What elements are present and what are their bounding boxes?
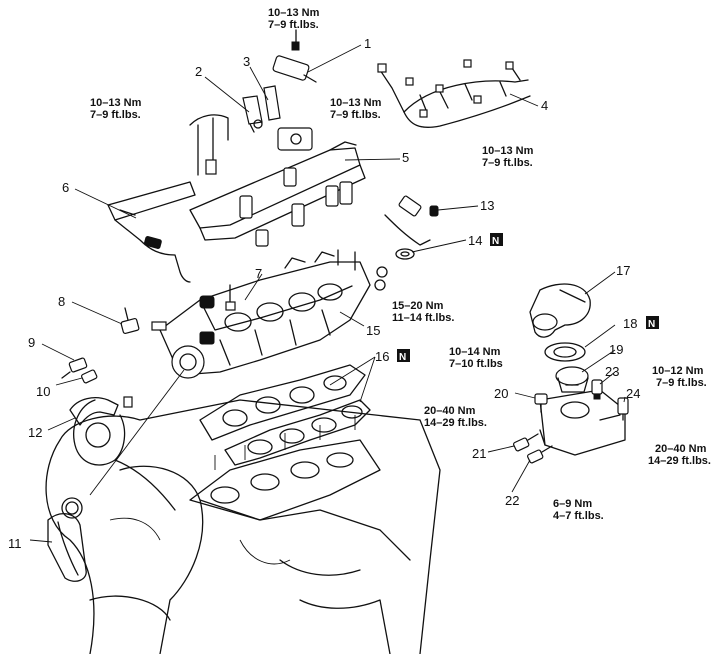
torque-sensor23-ft: 7–9 ft.lbs. (656, 377, 707, 389)
part-7-bolt (199, 284, 236, 311)
callout-13: 13 (480, 198, 494, 213)
callout-12: 12 (28, 425, 42, 440)
torque-top-ft: 7–9 ft.lbs. (268, 19, 319, 31)
engine-block (45, 399, 441, 654)
callout-21: 21 (472, 446, 486, 461)
part-15-intake-manifold (151, 249, 371, 379)
callout-6: 6 (62, 180, 69, 195)
part-18-gasket (544, 342, 586, 362)
badge-14: N (490, 233, 503, 247)
torque-center-ft: 7–9 ft.lbs. (330, 109, 381, 121)
torque-left-ft: 7–9 ft.lbs. (90, 109, 141, 121)
part-22-sensor (527, 445, 553, 464)
leader-lines (29, 44, 626, 543)
part-9-sensor (61, 357, 88, 379)
part-2-injector (242, 95, 263, 133)
callout-22: 22 (505, 493, 519, 508)
torque-sensor20-ft: 7–10 ft.lbs (449, 358, 503, 370)
part-23-sensor (591, 379, 603, 400)
part-5-fuel-rail (189, 127, 366, 247)
callout-8: 8 (58, 294, 65, 309)
svg-text:N: N (399, 352, 406, 363)
new-part-badges: N N N (397, 233, 659, 363)
callout-23: 23 (605, 364, 619, 379)
callout-11: 11 (8, 536, 22, 551)
callout-18: 18 (623, 316, 637, 331)
torque-sensor22-ft: 4–7 ft.lbs. (553, 510, 604, 522)
part-3-injector (253, 85, 281, 129)
torque-right-nm: 10–13 Nm (482, 145, 534, 157)
manifold-nuts (374, 266, 388, 291)
part-24-sensor (617, 397, 629, 421)
badge-16: N (397, 349, 410, 363)
svg-text:N: N (648, 319, 655, 330)
torque-top-nm: 10–13 Nm (268, 7, 320, 19)
torque-sensor22-nm: 6–9 Nm (553, 498, 592, 510)
callout-20: 20 (494, 386, 508, 401)
callout-numbers: 1 2 3 4 5 6 7 8 9 10 11 12 13 14 15 16 1… (8, 36, 640, 551)
callout-16: 16 (375, 349, 389, 364)
callout-10: 10 (36, 384, 50, 399)
part-12-hose (69, 396, 133, 426)
part-4-wiring-harness (377, 59, 531, 128)
part-10-sensor (81, 369, 98, 384)
callout-19: 19 (609, 342, 623, 357)
torque-specs: 10–13 Nm 7–9 ft.lbs. 10–13 Nm 7–9 ft.lbs… (90, 7, 711, 522)
water-housing (539, 389, 626, 456)
callout-3: 3 (243, 54, 250, 69)
torque-nut-ft: 11–14 ft.lbs. (392, 312, 454, 324)
callout-14: 14 (468, 233, 482, 248)
torque-left-nm: 10–13 Nm (90, 97, 142, 109)
part-20-sensor (534, 393, 548, 413)
callout-7: 7 (255, 266, 262, 281)
part-8-connector (120, 307, 140, 335)
callout-4: 4 (541, 98, 548, 113)
callout-9: 9 (28, 335, 35, 350)
part-6-vacuum-pipe (107, 114, 229, 283)
torque-sensor23-nm: 10–12 Nm (652, 365, 704, 377)
torque-sensor20-nm: 10–14 Nm (449, 346, 501, 358)
part-21-sensor (513, 433, 539, 452)
torque-sensor21-nm: 20–40 Nm (424, 405, 476, 417)
svg-text:N: N (492, 236, 499, 247)
part-1-fuel-pressure-regulator (272, 29, 317, 83)
callout-24: 24 (626, 386, 640, 401)
torque-sensor24-ft: 14–29 ft.lbs. (648, 455, 711, 467)
callout-1: 1 (364, 36, 371, 51)
callout-5: 5 (402, 150, 409, 165)
torque-right-ft: 7–9 ft.lbs. (482, 157, 533, 169)
part-14-gasket (395, 248, 415, 260)
part-17-water-outlet-elbow (529, 283, 591, 338)
torque-center-nm: 10–13 Nm (330, 97, 382, 109)
torque-nut-nm: 15–20 Nm (392, 300, 444, 312)
badge-18: N (646, 316, 659, 330)
turbo-housing (73, 399, 176, 511)
part-16-manifold-gaskets (199, 364, 371, 466)
part-11-hose (47, 497, 87, 582)
callout-17: 17 (616, 263, 630, 278)
torque-sensor21-ft: 14–29 ft.lbs. (424, 417, 487, 429)
callout-15: 15 (366, 323, 380, 338)
part-19-thermostat (555, 366, 589, 393)
callout-2: 2 (195, 64, 202, 79)
part-13-sensor (384, 195, 439, 246)
torque-sensor24-nm: 20–40 Nm (655, 443, 707, 455)
